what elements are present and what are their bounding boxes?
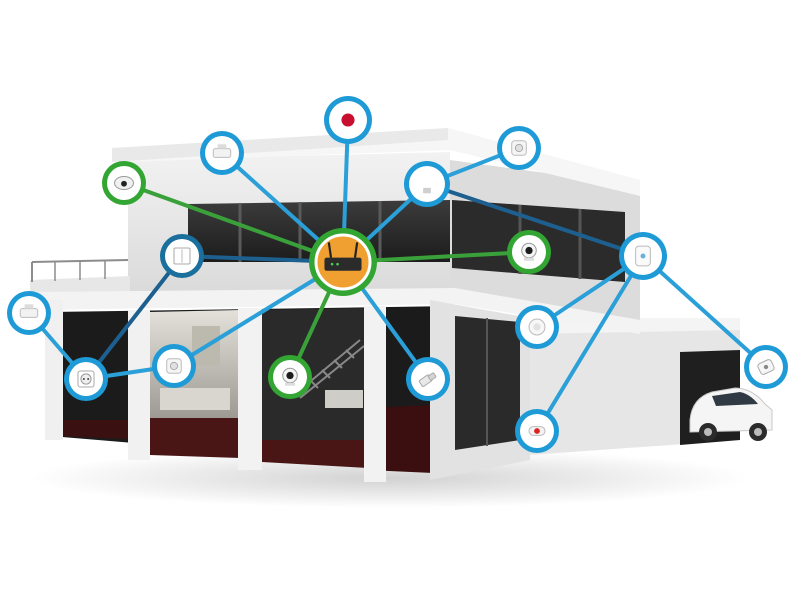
link-repeater-panic-button xyxy=(535,254,645,433)
device-node-ip-camera-center[interactable] xyxy=(268,355,312,399)
device-node-wall-outlet[interactable] xyxy=(64,357,108,401)
link-wall-switch-wall-outlet xyxy=(84,254,184,381)
door-sensor-icon xyxy=(418,372,437,387)
ip-camera-icon xyxy=(282,367,298,386)
smoke-detector-icon xyxy=(212,144,232,158)
panic-button-icon xyxy=(528,426,546,436)
device-node-motion-sensor-top-right[interactable] xyxy=(497,126,541,170)
ip-camera-icon xyxy=(521,242,537,261)
link-hub-dome-camera xyxy=(122,181,345,264)
link-smart-bulb-repeater xyxy=(425,182,645,258)
device-node-siren[interactable] xyxy=(324,96,372,144)
wall-switch-icon xyxy=(173,247,191,265)
device-node-smart-bulb[interactable] xyxy=(404,161,450,207)
hub-node[interactable] xyxy=(309,228,377,296)
wifi-router-icon xyxy=(324,242,362,271)
device-node-smoke-detector-top[interactable] xyxy=(200,131,244,175)
device-node-wall-switch[interactable] xyxy=(160,234,204,278)
device-node-repeater[interactable] xyxy=(619,232,667,280)
device-node-ip-camera-right[interactable] xyxy=(507,230,551,274)
smart-plug-icon xyxy=(757,359,775,375)
device-node-panic-button[interactable] xyxy=(515,409,559,453)
ground-floor xyxy=(45,300,455,482)
device-node-door-sensor[interactable] xyxy=(406,357,450,401)
device-node-motion-sensor-living[interactable] xyxy=(152,344,196,388)
device-node-plug-adapter[interactable] xyxy=(744,345,788,389)
siren-icon xyxy=(337,109,359,131)
device-nodes xyxy=(7,96,788,453)
range-extender-icon xyxy=(635,245,651,267)
light-bulb-icon xyxy=(420,174,434,194)
smoke-detector-icon xyxy=(19,304,39,318)
motion-sensor-icon xyxy=(166,358,182,374)
power-outlet-icon xyxy=(77,370,95,388)
device-node-ceiling-sensor[interactable] xyxy=(515,305,559,349)
device-node-dome-camera[interactable] xyxy=(102,161,146,205)
dome-camera-icon xyxy=(114,175,134,191)
device-node-smoke-detector-left[interactable] xyxy=(7,291,51,335)
link-repeater-plug-adapter xyxy=(641,254,768,369)
car xyxy=(689,387,773,441)
ceiling-sensor-icon xyxy=(528,318,546,336)
motion-sensor-icon xyxy=(511,140,527,156)
